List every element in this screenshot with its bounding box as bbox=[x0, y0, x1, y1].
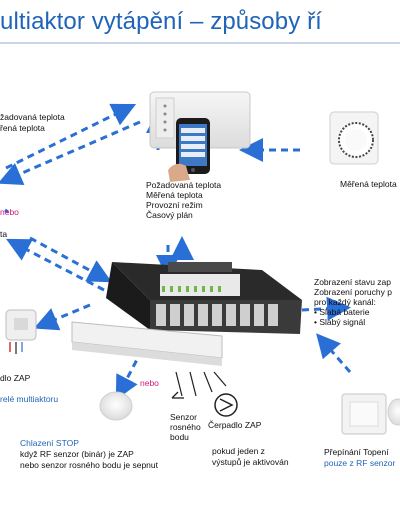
sensor-wires bbox=[175, 371, 227, 397]
status-line-2: Zobrazení poruchy p bbox=[314, 287, 392, 297]
label-rf-sensor-only: pouze z RF senzor bbox=[324, 458, 396, 468]
dew-point-sensor-symbol bbox=[171, 391, 184, 399]
dew-point-sensor-label: Senzor rosného bodu bbox=[170, 412, 201, 442]
sensor-label-line: Senzor bbox=[170, 412, 197, 422]
label-requested-temp-left: žadovaná teplota bbox=[0, 112, 65, 122]
label-cooling-stop: Chlazení STOP bbox=[20, 438, 79, 448]
center-list-item: Časový plán bbox=[146, 210, 193, 220]
label-left-fragment: ta bbox=[0, 229, 8, 239]
device-cover bbox=[71, 321, 223, 366]
label-measured-temp-left: řená teplota bbox=[0, 123, 45, 133]
multiactuator-device bbox=[106, 262, 302, 334]
edge-sensor-image bbox=[387, 398, 400, 426]
label-heating-switch: Přepínání Topení bbox=[324, 447, 389, 457]
label-cooling-line-1: když RF senzor (binár) je ZAP bbox=[20, 449, 134, 459]
label-or-bottom: nebo bbox=[140, 378, 159, 388]
status-bullet: • Slabý signál bbox=[314, 317, 366, 327]
label-relay: relé multiaktoru bbox=[0, 394, 59, 404]
label-pump-on-left: dlo ZAP bbox=[0, 373, 31, 383]
room-thermostat-image bbox=[329, 111, 379, 165]
center-list-item: Provozní režim bbox=[146, 200, 203, 210]
round-sensor-image bbox=[99, 391, 133, 421]
status-line-1: Zobrazení stavu zap bbox=[314, 277, 392, 287]
pump-symbol bbox=[214, 393, 238, 417]
status-bullet: • Slabá baterie bbox=[314, 307, 370, 317]
title-underline bbox=[0, 42, 400, 44]
relay-module-image bbox=[5, 309, 37, 354]
page-title: ultiaktor vytápění – způsoby ří bbox=[0, 8, 322, 35]
smartphone-image bbox=[168, 118, 210, 182]
label-thermostat: Měřená teplota bbox=[340, 179, 397, 189]
sensor-label-line: rosného bbox=[170, 422, 201, 432]
sensor-label-line: bodu bbox=[170, 432, 189, 442]
center-list-item: Požadovaná teplota bbox=[146, 180, 222, 190]
center-info-list: Požadovaná teplota Měřená teplota Provoz… bbox=[146, 180, 221, 220]
status-line-3: pro každý kanál: bbox=[314, 297, 376, 307]
wall-switch-image bbox=[341, 393, 387, 435]
label-pump-on: Čerpadlo ZAP bbox=[208, 420, 262, 430]
label-cooling-line-2: nebo senzor rosného bodu je sepnut bbox=[20, 460, 158, 470]
center-list-item: Měřená teplota bbox=[146, 190, 203, 200]
label-pump-note-1: pokud jeden z bbox=[212, 446, 265, 456]
label-pump-note-2: výstupů je aktivován bbox=[212, 457, 289, 467]
status-info-block: Zobrazení stavu zap Zobrazení poruchy p … bbox=[314, 277, 392, 327]
label-or-left: nebo bbox=[0, 207, 19, 217]
